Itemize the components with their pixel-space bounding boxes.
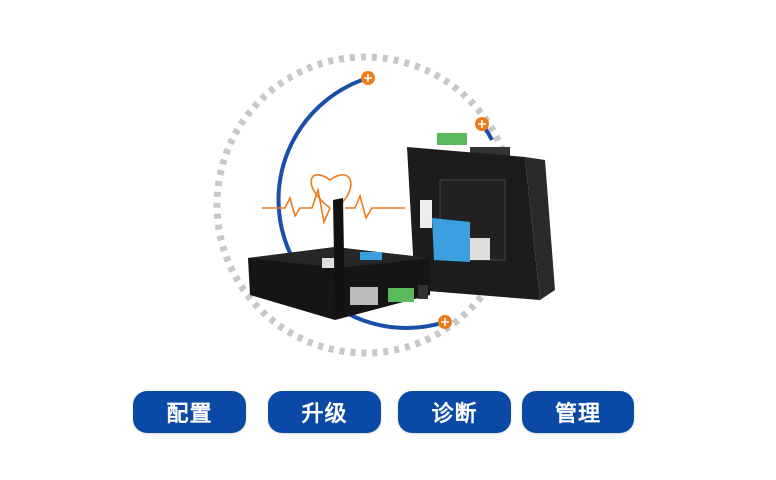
plus-icon: [475, 117, 489, 131]
manage-button[interactable]: 管理: [522, 391, 634, 433]
antenna: [333, 198, 345, 315]
config-button[interactable]: 配置: [133, 391, 246, 433]
blue-arc: [276, 76, 446, 330]
plus-icon: [438, 315, 452, 329]
plus-icon: [361, 71, 375, 85]
router-device-left: [248, 198, 430, 320]
heartbeat-line: [262, 174, 405, 225]
diagnose-button[interactable]: 诊断: [398, 391, 511, 433]
upgrade-button[interactable]: 升级: [268, 391, 381, 433]
router-device-right: [407, 133, 555, 300]
product-illustration: [213, 53, 555, 357]
